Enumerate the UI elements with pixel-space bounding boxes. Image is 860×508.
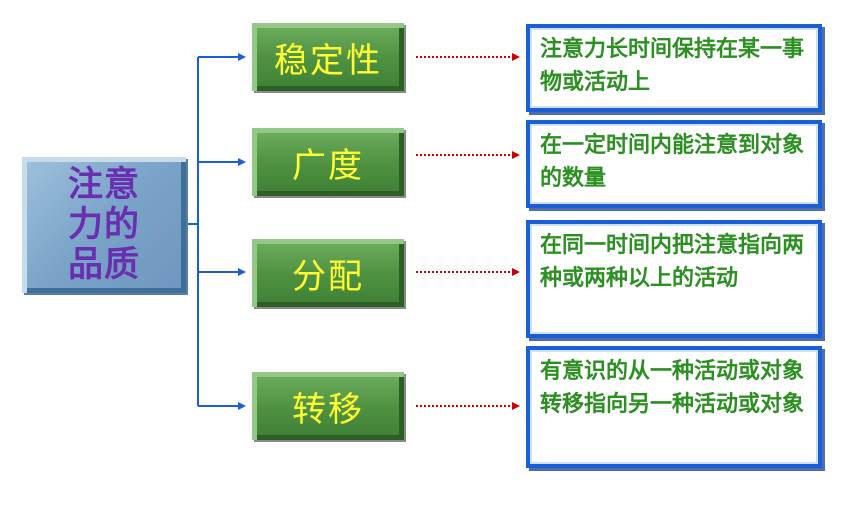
description-text-distribution: 在同一时间内把注意指向两种或两种以上的活动: [540, 233, 805, 291]
node-label-stability: 稳定性: [274, 40, 382, 81]
description-distribution: 在同一时间内把注意指向两种或两种以上的活动: [526, 220, 822, 338]
node-stability: 稳定性: [252, 23, 404, 91]
description-text-breadth: 在一定时间内能注意到对象的数量: [540, 133, 805, 191]
node-distribution: 分配: [252, 239, 404, 307]
description-text-shift: 有意识的从一种活动或对象转移指向另一种活动或对象: [540, 359, 805, 417]
description-breadth: 在一定时间内能注意到对象的数量: [526, 120, 822, 208]
root-node: 注意力的品质: [22, 157, 186, 293]
root-label: 注意力的品质: [67, 165, 140, 285]
description-text-stability: 注意力长时间保持在某一事物或活动上: [540, 37, 805, 95]
node-breadth: 广度: [252, 128, 404, 196]
description-stability: 注意力长时间保持在某一事物或活动上: [526, 24, 822, 112]
node-shift: 转移: [252, 372, 404, 440]
node-label-shift: 转移: [292, 389, 364, 430]
description-shift: 有意识的从一种活动或对象转移指向另一种活动或对象: [526, 346, 822, 468]
node-label-breadth: 广度: [292, 145, 364, 186]
node-label-distribution: 分配: [292, 256, 364, 297]
